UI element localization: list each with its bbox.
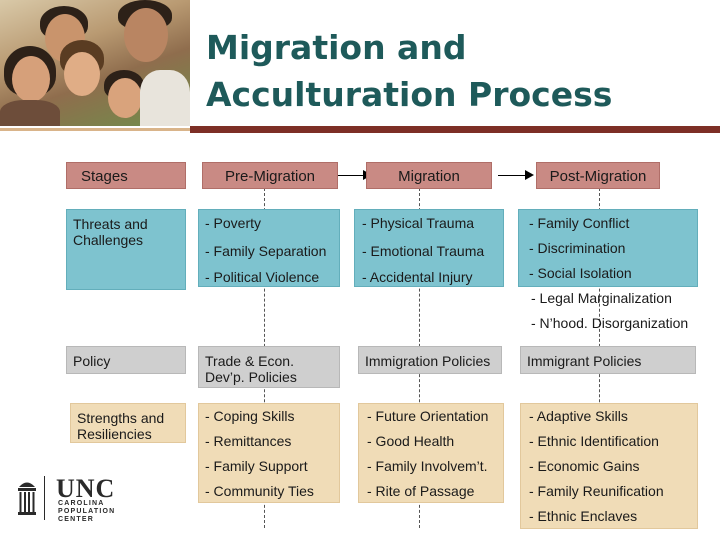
threats-pre-item: - Political Violence: [205, 269, 320, 285]
strengths-post-item: - Ethnic Identification: [529, 433, 659, 449]
threats-mig-item: - Physical Trauma: [362, 215, 475, 231]
policy-pre-text: Trade & Econ. Dev’p. Policies: [205, 353, 297, 385]
strengths-mig-item: - Good Health: [367, 433, 455, 449]
title-line-2: Acculturation Process: [206, 75, 613, 114]
threats-pre-item: - Family Separation: [205, 243, 327, 259]
policy-mig-text: Immigration Policies: [365, 353, 491, 369]
strengths-post-item: - Adaptive Skills: [529, 408, 628, 424]
header-stages: Stages: [66, 162, 186, 189]
threats-pre-item: - Poverty: [205, 215, 262, 231]
threats-post-item: - Discrimination: [529, 240, 626, 256]
threats-post-item: - Legal Marginalization: [531, 290, 672, 306]
row-label-threats: Threats and Challenges: [66, 209, 186, 290]
logo-line-2: POPULATION: [58, 508, 116, 515]
strengths-pre-item: - Coping Skills: [205, 408, 295, 424]
row-label-policy: Policy: [66, 346, 186, 374]
strengths-post-item: - Economic Gains: [529, 458, 640, 474]
threats-mig-item: - Accidental Injury: [362, 269, 473, 285]
threats-post-item: - Family Conflict: [529, 215, 630, 231]
header-post-migration: Post-Migration: [536, 162, 660, 189]
header-migration: Migration: [366, 162, 492, 189]
title-rule-left: [0, 128, 190, 131]
policy-post-text: Immigrant Policies: [527, 353, 642, 369]
threats-mig-item: - Emotional Trauma: [362, 243, 485, 259]
threats-mig-box: [354, 209, 504, 287]
logo-unc-text: UNC: [56, 474, 116, 503]
header-pre-migration: Pre-Migration: [202, 162, 338, 189]
family-photo: [0, 0, 190, 126]
row-label-threats-text: Threats and Challenges: [73, 216, 148, 248]
title-rule: [190, 126, 720, 133]
row-label-policy-text: Policy: [73, 353, 111, 369]
strengths-mig-item: - Rite of Passage: [367, 483, 475, 499]
strengths-mig-box: [358, 403, 504, 503]
strengths-post-item: - Family Reunification: [529, 483, 664, 499]
strengths-pre-item: - Remittances: [205, 433, 292, 449]
arrow-mig-to-post-icon: [498, 170, 534, 180]
unc-logo: UNC CAROLINA POPULATION CENTER: [18, 474, 138, 523]
strengths-post-box: [520, 403, 698, 529]
threats-post-item: - Social Isolation: [529, 265, 632, 281]
logo-line-1: CAROLINA: [58, 500, 105, 507]
strengths-mig-item: - Family Involvem’t.: [367, 458, 488, 474]
threats-pre-box: [198, 209, 340, 287]
slide-title: Migration and Acculturation Process: [206, 24, 706, 118]
old-well-icon: [18, 482, 36, 515]
strengths-post-item: - Ethnic Enclaves: [529, 508, 638, 524]
title-line-1: Migration and: [206, 28, 467, 67]
strengths-pre-item: - Family Support: [205, 458, 308, 474]
policy-post-box: Immigrant Policies: [520, 346, 696, 374]
strengths-mig-item: - Future Orientation: [367, 408, 489, 424]
row-label-strengths: Strengths and Resiliencies: [70, 403, 186, 443]
strengths-pre-item: - Community Ties: [205, 483, 314, 499]
threats-post-item: - N’hood. Disorganization: [531, 315, 689, 331]
strengths-pre-box: [198, 403, 340, 503]
policy-mig-box: Immigration Policies: [358, 346, 502, 374]
policy-pre-box: Trade & Econ. Dev’p. Policies: [198, 346, 340, 388]
threats-post-box: [518, 209, 698, 287]
logo-line-3: CENTER: [58, 516, 94, 523]
row-label-strengths-text: Strengths and Resiliencies: [77, 410, 165, 442]
